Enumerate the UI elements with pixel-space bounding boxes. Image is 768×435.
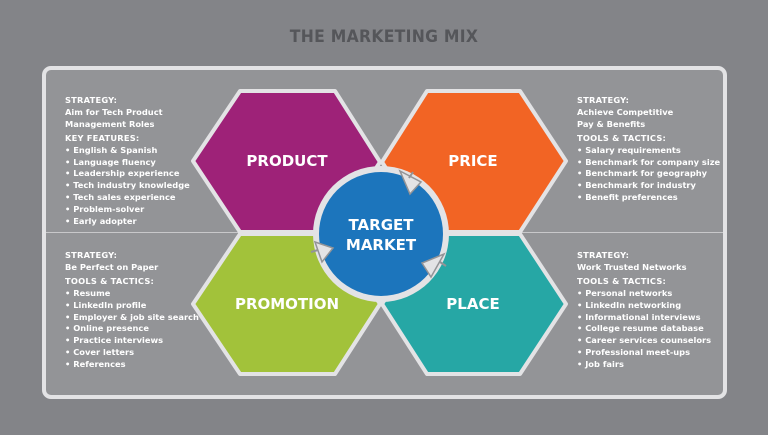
list-item: Employer & job site search (65, 312, 199, 324)
list-item: Benchmark for geography (577, 168, 720, 180)
place-info: STRATEGY: Work Trusted Networks TOOLS & … (577, 250, 711, 371)
target-market-circle (319, 172, 443, 296)
product-features-list: English & Spanish Language fluency Leade… (65, 145, 190, 228)
list-item: Professional meet-ups (577, 347, 711, 359)
list-item: Online presence (65, 323, 199, 335)
list-item: LinkedIn profile (65, 300, 199, 312)
product-info: STRATEGY: Aim for Tech Product Managemen… (65, 95, 190, 228)
promotion-strategy-heading: STRATEGY: (65, 250, 118, 260)
product-strategy-heading: STRATEGY: (65, 95, 118, 105)
place-strategy-line1: Work Trusted Networks (577, 261, 687, 272)
list-item: Benchmark for company size (577, 157, 720, 169)
list-item: Tech sales experience (65, 192, 190, 204)
list-item: Benefit preferences (577, 192, 720, 204)
place-tactics-list: Personal networks LinkedIn networking In… (577, 288, 711, 371)
promotion-label: PROMOTION (235, 295, 339, 313)
list-item: Leadership experience (65, 168, 190, 180)
target-market-line2: MARKET (346, 236, 417, 254)
list-item: Resume (65, 288, 199, 300)
price-info: STRATEGY: Achieve Competitive Pay & Bene… (577, 95, 720, 204)
page-title: THE MARKETING MIX (289, 27, 479, 47)
list-item: Language fluency (65, 157, 190, 169)
price-label: PRICE (448, 152, 497, 170)
list-item: Problem-solver (65, 204, 190, 216)
promotion-info: STRATEGY: Be Perfect on Paper TOOLS & TA… (65, 250, 199, 371)
price-list-heading: TOOLS & TACTICS: (577, 132, 667, 143)
list-item: Tech industry knowledge (65, 180, 190, 192)
product-strategy-line2: Management Roles (65, 118, 155, 129)
promotion-tactics-list: Resume LinkedIn profile Employer & job s… (65, 288, 199, 371)
list-item: Job fairs (577, 359, 711, 371)
list-item: Informational interviews (577, 312, 711, 324)
list-item: LinkedIn networking (577, 300, 711, 312)
place-label: PLACE (446, 295, 499, 313)
price-strategy-heading: STRATEGY: (577, 95, 630, 105)
place-list-heading: TOOLS & TACTICS: (577, 275, 667, 286)
price-strategy-line1: Achieve Competitive (577, 106, 674, 117)
promotion-list-heading: TOOLS & TACTICS: (65, 275, 155, 286)
list-item: Practice interviews (65, 335, 199, 347)
list-item: Personal networks (577, 288, 711, 300)
product-list-heading: KEY FEATURES: (65, 132, 140, 143)
list-item: Early adopter (65, 216, 190, 228)
target-market-line1: TARGET (348, 216, 414, 234)
price-strategy-line2: Pay & Benefits (577, 118, 646, 129)
promotion-strategy-line1: Be Perfect on Paper (65, 261, 159, 272)
cycle-arrows-icon (313, 169, 446, 279)
price-tactics-list: Salary requirements Benchmark for compan… (577, 145, 720, 205)
product-strategy-line1: Aim for Tech Product (65, 106, 163, 117)
list-item: College resume database (577, 323, 711, 335)
list-item: Benchmark for industry (577, 180, 720, 192)
list-item: English & Spanish (65, 145, 190, 157)
list-item: Career services counselors (577, 335, 711, 347)
list-item: Cover letters (65, 347, 199, 359)
product-label: PRODUCT (246, 152, 328, 170)
place-strategy-heading: STRATEGY: (577, 250, 630, 260)
list-item: Salary requirements (577, 145, 720, 157)
list-item: References (65, 359, 199, 371)
